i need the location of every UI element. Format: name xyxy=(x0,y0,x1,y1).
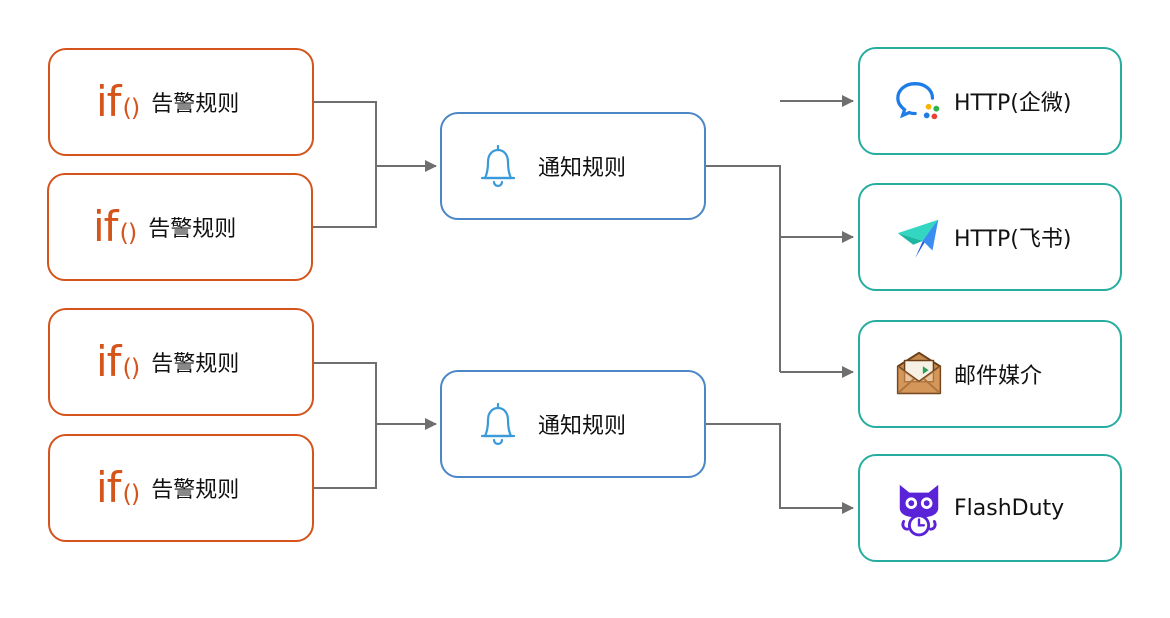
notify-rule-box[interactable]: 通知规则 xyxy=(440,370,706,478)
if-icon: if() xyxy=(93,202,137,251)
bell-icon xyxy=(472,398,524,450)
notify-rule-label: 通知规则 xyxy=(538,156,627,181)
connector-alert3-merge xyxy=(313,362,377,424)
channel-flashduty-box[interactable]: FlashDuty xyxy=(858,454,1122,562)
channel-email-label: 邮件媒介 xyxy=(954,364,1043,389)
channel-wecom-label: HTTP(企微) xyxy=(954,91,1072,116)
if-icon: if() xyxy=(96,463,140,512)
if-icon: if() xyxy=(96,77,140,126)
connector-notify1-trunk xyxy=(706,165,781,372)
alert-rule-label: 告警规则 xyxy=(148,217,237,242)
alert-rule-label: 告警规则 xyxy=(151,92,240,117)
channel-feishu-box[interactable]: HTTP(飞书) xyxy=(858,183,1122,291)
channel-feishu-label: HTTP(飞书) xyxy=(954,227,1072,252)
bell-icon xyxy=(472,140,524,192)
connector-alert1-merge xyxy=(313,101,377,166)
alert-rule-box[interactable]: if() 告警规则 xyxy=(48,48,314,156)
feishu-icon xyxy=(894,212,944,262)
notify-rule-box[interactable]: 通知规则 xyxy=(440,112,706,220)
alert-rule-box[interactable]: if() 告警规则 xyxy=(47,173,313,281)
connector-alert4-merge xyxy=(313,424,377,489)
wecom-icon xyxy=(894,76,944,126)
notify-rule-label: 通知规则 xyxy=(538,414,627,439)
alert-rule-box[interactable]: if() 告警规则 xyxy=(48,308,314,416)
channel-flashduty-label: FlashDuty xyxy=(954,495,1065,521)
channel-wecom-box[interactable]: HTTP(企微) xyxy=(858,47,1122,155)
alert-rule-label: 告警规则 xyxy=(151,352,240,377)
alert-rule-label: 告警规则 xyxy=(151,478,240,503)
channel-email-box[interactable]: 邮件媒介 xyxy=(858,320,1122,428)
envelope-icon xyxy=(894,349,944,399)
if-icon: if() xyxy=(96,337,140,386)
flashduty-icon xyxy=(894,479,944,537)
connector-notify2-flashduty xyxy=(706,423,854,514)
alert-rule-box[interactable]: if() 告警规则 xyxy=(48,434,314,542)
connector-alert2-merge xyxy=(313,166,377,228)
